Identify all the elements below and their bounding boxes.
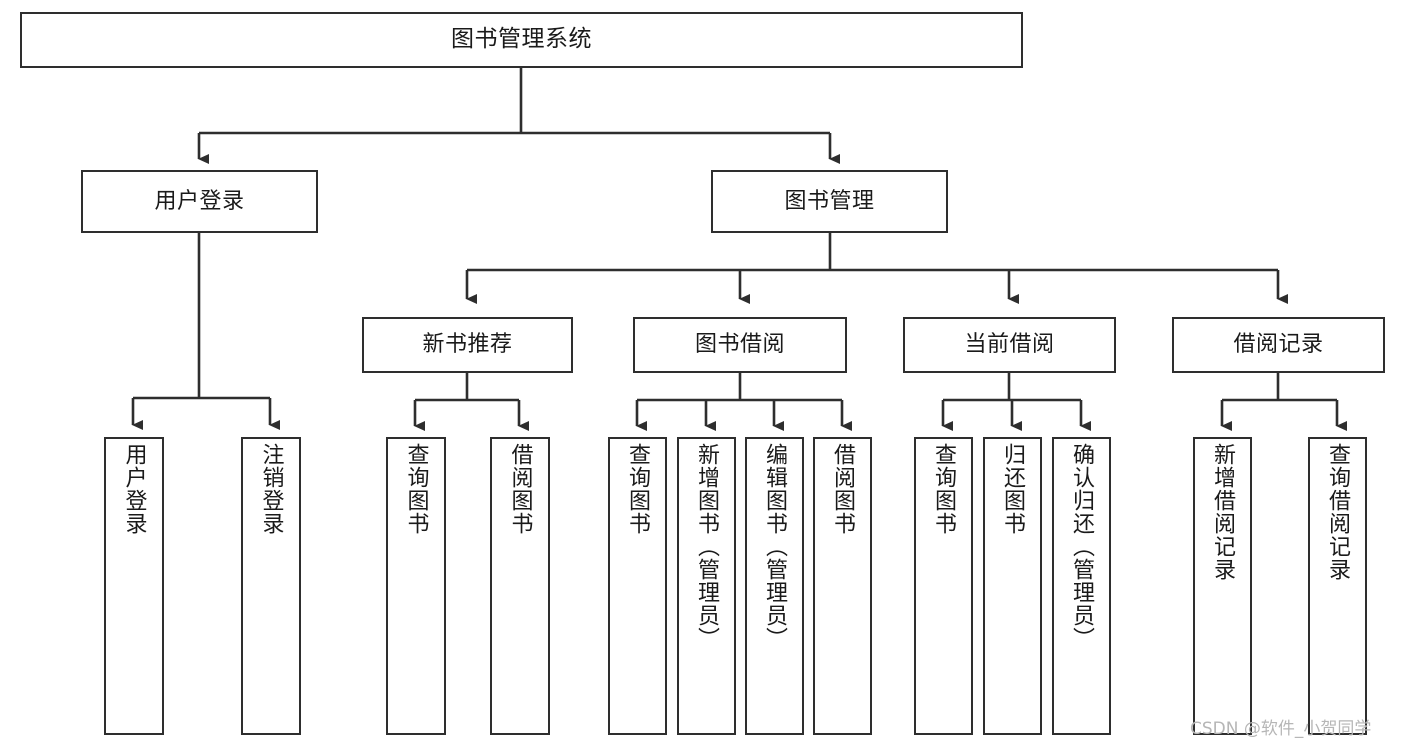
node-leaf-return-book-label: 归还图书 xyxy=(1000,443,1026,535)
node-leaf-borrow-book-2[interactable]: 借阅图书 xyxy=(813,437,872,735)
node-new-book-recommend[interactable]: 新书推荐 xyxy=(362,317,573,373)
node-leaf-query-book-1[interactable]: 查询图书 xyxy=(386,437,446,735)
node-leaf-edit-book[interactable]: 编辑图书（管理员） xyxy=(745,437,804,735)
node-root[interactable]: 图书管理系统 xyxy=(20,12,1023,68)
node-leaf-add-book[interactable]: 新增图书（管理员） xyxy=(677,437,736,735)
node-borrow-record-label: 借阅记录 xyxy=(1233,332,1324,358)
node-leaf-borrow-book-2-label: 借阅图书 xyxy=(830,443,856,535)
node-leaf-query-book-3[interactable]: 查询图书 xyxy=(914,437,973,735)
node-leaf-logout-login[interactable]: 注销登录 xyxy=(241,437,301,735)
node-leaf-query-book-2[interactable]: 查询图书 xyxy=(608,437,667,735)
node-leaf-add-book-label: 新增图书（管理员） xyxy=(694,443,720,650)
node-book-management-label: 图书管理 xyxy=(784,188,875,214)
node-leaf-user-login-label: 用户登录 xyxy=(121,443,147,535)
csdn-watermark: CSDN @软件_小贺同学 xyxy=(1190,719,1372,739)
node-leaf-logout-login-label: 注销登录 xyxy=(258,443,284,535)
node-leaf-query-book-3-label: 查询图书 xyxy=(931,443,957,535)
node-book-borrow[interactable]: 图书借阅 xyxy=(633,317,847,373)
node-root-label: 图书管理系统 xyxy=(451,26,592,53)
node-current-borrow[interactable]: 当前借阅 xyxy=(903,317,1116,373)
node-new-book-recommend-label: 新书推荐 xyxy=(422,332,513,358)
node-leaf-borrow-book-1[interactable]: 借阅图书 xyxy=(490,437,550,735)
node-leaf-query-book-2-label: 查询图书 xyxy=(625,443,651,535)
node-book-management[interactable]: 图书管理 xyxy=(711,170,948,233)
node-leaf-query-book-1-label: 查询图书 xyxy=(403,443,429,535)
node-leaf-add-record[interactable]: 新增借阅记录 xyxy=(1193,437,1252,735)
node-user-login[interactable]: 用户登录 xyxy=(81,170,318,233)
node-leaf-edit-book-label: 编辑图书（管理员） xyxy=(762,443,788,650)
node-leaf-confirm-return[interactable]: 确认归还（管理员） xyxy=(1052,437,1111,735)
node-leaf-add-record-label: 新增借阅记录 xyxy=(1210,443,1236,581)
node-leaf-confirm-return-label: 确认归还（管理员） xyxy=(1069,443,1095,650)
node-current-borrow-label: 当前借阅 xyxy=(964,332,1055,358)
node-user-login-label: 用户登录 xyxy=(154,188,245,214)
node-leaf-query-record-label: 查询借阅记录 xyxy=(1325,443,1351,581)
node-borrow-record[interactable]: 借阅记录 xyxy=(1172,317,1385,373)
node-leaf-borrow-book-1-label: 借阅图书 xyxy=(507,443,533,535)
node-leaf-user-login[interactable]: 用户登录 xyxy=(104,437,164,735)
node-leaf-query-record[interactable]: 查询借阅记录 xyxy=(1308,437,1367,735)
node-book-borrow-label: 图书借阅 xyxy=(694,332,785,358)
node-leaf-return-book[interactable]: 归还图书 xyxy=(983,437,1042,735)
